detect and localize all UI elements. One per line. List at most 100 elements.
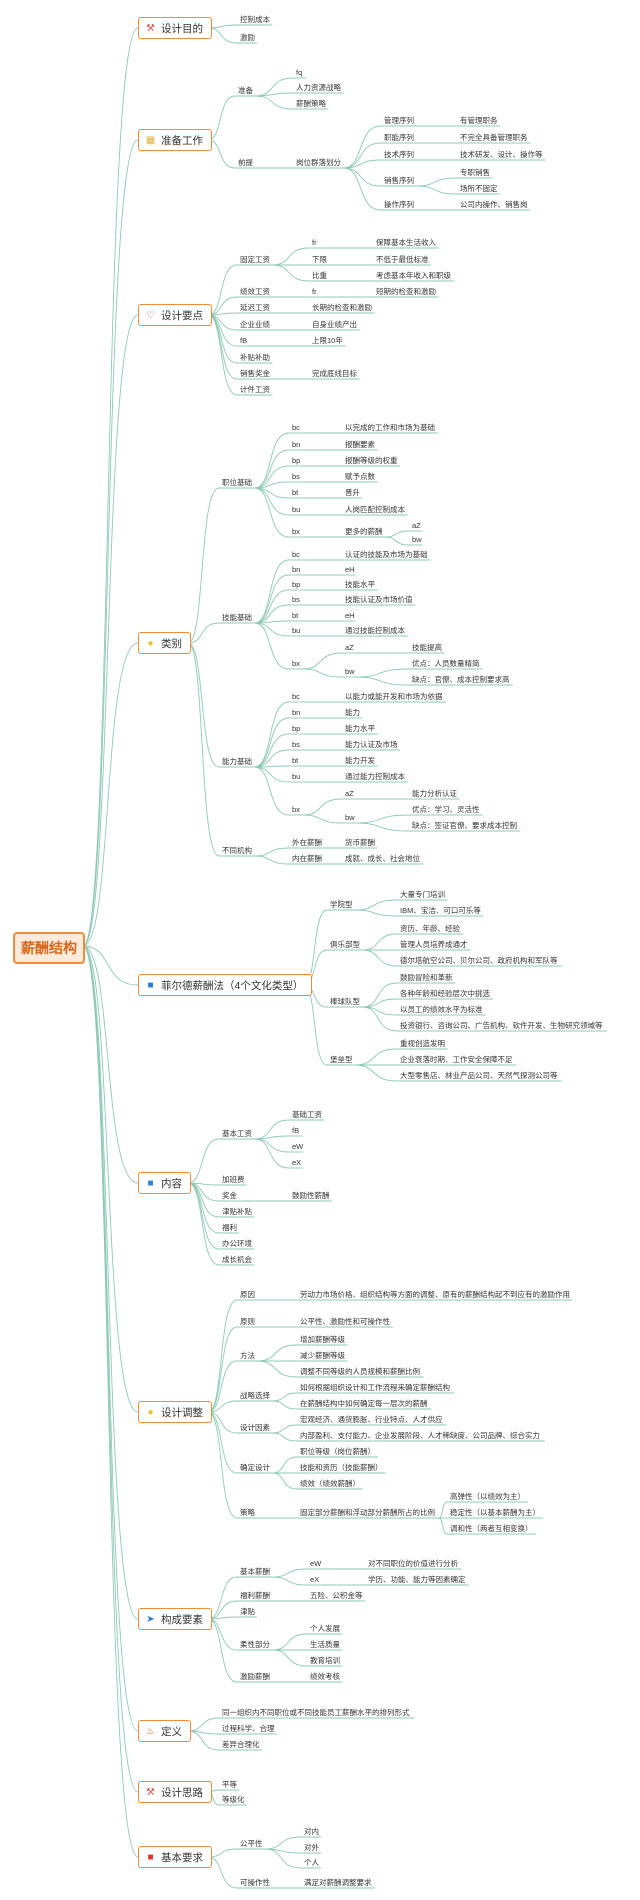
mindmap-node[interactable]: 生活质量	[310, 1640, 340, 1649]
mindmap-node[interactable]: 职能序列	[384, 133, 414, 142]
mindmap-node[interactable]: bc	[292, 692, 300, 701]
mindmap-node[interactable]: fr	[312, 287, 317, 296]
mindmap-node[interactable]: 差异合理化	[222, 1740, 260, 1749]
mindmap-node[interactable]: bs	[292, 740, 300, 749]
mindmap-node[interactable]: 完成底线目标	[312, 369, 357, 378]
mindmap-node[interactable]: 大型零售店、林业产品公司、天然气探测公司等	[400, 1071, 558, 1080]
mindmap-node[interactable]: bp	[292, 580, 301, 589]
mindmap-node[interactable]: 不低于最低标准	[376, 255, 429, 264]
mindmap-node[interactable]: 管理人员培养成通才	[400, 940, 468, 949]
mindmap-node[interactable]: 准备	[238, 86, 253, 95]
mindmap-node[interactable]: 原则	[240, 1317, 255, 1326]
mindmap-node[interactable]: 基本薪酬	[240, 1567, 270, 1576]
mindmap-node[interactable]: 绩效考核	[310, 1672, 340, 1681]
mindmap-node[interactable]: 策略	[240, 1508, 255, 1517]
mindmap-node[interactable]: 鼓励性薪酬	[292, 1191, 330, 1200]
mindmap-node[interactable]: 优点：人员数量精简	[412, 659, 480, 668]
mindmap-node[interactable]: eX	[292, 1158, 302, 1167]
mindmap-node[interactable]: bu	[292, 626, 301, 635]
mindmap-node[interactable]: 延迟工资	[240, 303, 270, 312]
mindmap-node[interactable]: 战略选择	[240, 1391, 270, 1400]
mindmap-node[interactable]: bx	[292, 659, 300, 668]
mindmap-node[interactable]: 增加薪酬等级	[300, 1335, 345, 1344]
mindmap-node[interactable]: 赋予点数	[345, 472, 375, 481]
mindmap-node[interactable]: 公司内操作、销售岗	[460, 200, 528, 209]
mindmap-node[interactable]: 企业衰落时期、工作安全保障不足	[400, 1055, 513, 1064]
mindmap-node[interactable]: bw	[345, 667, 355, 676]
mindmap-node[interactable]: 资历、年龄、经验	[400, 924, 460, 933]
mindmap-node[interactable]: 固定工资	[240, 255, 270, 264]
mindmap-node[interactable]: 津贴	[240, 1607, 255, 1616]
mindmap-node[interactable]: bp	[292, 724, 301, 733]
mindmap-node[interactable]: 销售序列	[384, 176, 414, 185]
mindmap-node[interactable]: IBM、宝洁、可口可乐等	[400, 906, 481, 915]
mindmap-node[interactable]: 职位等级（岗位薪酬）	[300, 1447, 375, 1456]
mindmap-node[interactable]: 能力	[345, 708, 360, 717]
mindmap-node[interactable]: 宏观经济、通货膨胀、行业特点、人才供应	[300, 1415, 443, 1424]
mindmap-node[interactable]: 教育培训	[310, 1656, 340, 1665]
mindmap-node[interactable]: bw	[345, 813, 355, 822]
branch-b5[interactable]: ■菲尔德薪酬法（4个文化类型）	[138, 974, 313, 996]
mindmap-node[interactable]: bn	[292, 565, 301, 574]
mindmap-node[interactable]: 加班费	[222, 1175, 245, 1184]
mindmap-node[interactable]: fr	[312, 238, 317, 247]
mindmap-node[interactable]: bu	[292, 772, 301, 781]
branch-b4[interactable]: ●类别	[138, 632, 191, 654]
mindmap-node[interactable]: 高弹性（以绩效为主）	[450, 1492, 525, 1501]
mindmap-node[interactable]: 内部盈利、支付能力、企业发展阶段、人才稀缺度、公司品牌、综合实力	[300, 1431, 540, 1440]
mindmap-node[interactable]: bw	[412, 535, 422, 544]
mindmap-node[interactable]: bt	[292, 488, 299, 497]
branch-b6[interactable]: ■内容	[138, 1172, 191, 1194]
mindmap-node[interactable]: 个人	[304, 1858, 319, 1867]
mindmap-node[interactable]: 通过能力控制成本	[345, 772, 405, 781]
mindmap-node[interactable]: 短期的检查和激励	[376, 287, 436, 296]
mindmap-node[interactable]: 福利薪酬	[240, 1591, 270, 1600]
mindmap-node[interactable]: 福利	[222, 1223, 237, 1232]
mindmap-node[interactable]: 可操作性	[240, 1878, 270, 1887]
mindmap-node[interactable]: bx	[292, 527, 300, 536]
mindmap-node[interactable]: 能力基础	[222, 757, 252, 766]
mindmap-node[interactable]: 技能认证及市场价值	[345, 595, 413, 604]
mindmap-node[interactable]: 人力资源战略	[296, 83, 341, 92]
mindmap-node[interactable]: 过程科学、合理	[222, 1724, 275, 1733]
mindmap-node[interactable]: bn	[292, 708, 301, 717]
branch-b2[interactable]: ▦准备工作	[138, 129, 212, 151]
mindmap-node[interactable]: 柔性部分	[240, 1640, 270, 1649]
mindmap-node[interactable]: 操作序列	[384, 200, 414, 209]
mindmap-node[interactable]: 对内	[304, 1827, 319, 1836]
mindmap-node[interactable]: 固定部分薪酬和浮动部分薪酬所占的比例	[300, 1508, 435, 1517]
mindmap-node[interactable]: 成长机会	[222, 1255, 252, 1264]
mindmap-node[interactable]: 考虑基本年收入和职级	[376, 271, 451, 280]
mindmap-node[interactable]: 计件工资	[240, 385, 270, 394]
mindmap-node[interactable]: 绩效工资	[240, 287, 270, 296]
mindmap-node[interactable]: 技术序列	[384, 150, 414, 159]
mindmap-node[interactable]: 对外	[304, 1843, 319, 1852]
mindmap-node[interactable]: 岗位群落划分	[296, 158, 341, 167]
mindmap-node[interactable]: 技能基础	[222, 613, 252, 622]
mindmap-node[interactable]: 在薪酬结构中如何确定每一层次的薪酬	[300, 1399, 428, 1408]
mindmap-node[interactable]: 学院型	[330, 900, 353, 909]
mindmap-node[interactable]: 棒球队型	[330, 997, 360, 1006]
mindmap-node[interactable]: 前提	[238, 158, 253, 167]
mindmap-node[interactable]: 对不同职位的价值进行分析	[368, 1559, 458, 1568]
mindmap-node[interactable]: 能力认证及市场	[345, 740, 398, 749]
mindmap-node[interactable]: 基础工资	[292, 1110, 322, 1119]
mindmap-node[interactable]: 报酬等级的权重	[345, 456, 398, 465]
mindmap-node[interactable]: bt	[292, 756, 299, 765]
mindmap-node[interactable]: 能力开发	[345, 756, 375, 765]
mindmap-node[interactable]: 技术研发、设计、操作等	[460, 150, 543, 159]
mindmap-node[interactable]: 比重	[312, 271, 327, 280]
mindmap-node[interactable]: 投资银行、咨询公司、广告机构、软件开发、生物研究领域等	[400, 1021, 603, 1030]
mindmap-node[interactable]: 俱乐部型	[330, 940, 360, 949]
mindmap-node[interactable]: 调整不同等级的人员规模和薪酬比例	[300, 1367, 420, 1376]
mindmap-node[interactable]: 学历、功能、能力等因素确定	[368, 1575, 466, 1584]
mindmap-node[interactable]: 激励薪酬	[240, 1672, 270, 1681]
mindmap-node[interactable]: 同一组织内不同职位或不同技能员工薪酬水平的排列形式	[222, 1708, 410, 1717]
mindmap-node[interactable]: 重视创造发明	[400, 1039, 445, 1048]
mindmap-node[interactable]: 能力分析认证	[412, 789, 457, 798]
mindmap-node[interactable]: 技能水平	[345, 580, 375, 589]
mindmap-node[interactable]: 方法	[240, 1351, 255, 1360]
mindmap-node[interactable]: 以能力或能开发和市场为依据	[345, 692, 443, 701]
mindmap-node[interactable]: fB	[240, 336, 248, 345]
mindmap-node[interactable]: 认证的技能及市场为基础	[345, 550, 428, 559]
